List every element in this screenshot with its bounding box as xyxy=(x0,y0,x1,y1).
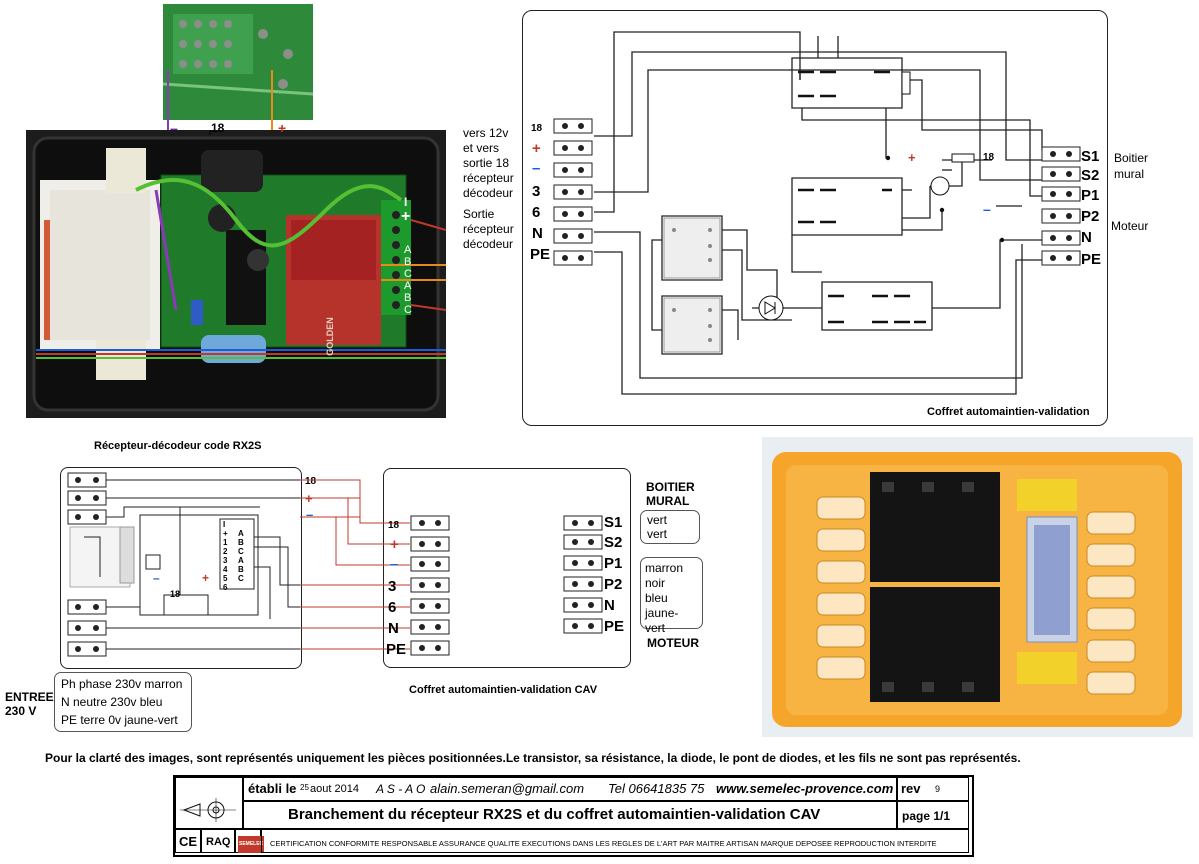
schematic-bottom-left-wiring xyxy=(67,472,360,657)
bm-terminal-strips xyxy=(410,515,603,656)
tb-title-cell: Branchement du récepteur RX2S et du coff… xyxy=(243,801,897,829)
label-moteur: Moteur xyxy=(1111,219,1149,233)
date-day: 25 xyxy=(300,783,309,792)
bl-inner-18: 18 xyxy=(170,589,181,599)
bm-term-plus: + xyxy=(390,536,399,553)
certification-text: CERTIFICATION CONFORMITE RESPONSABLE ASS… xyxy=(270,839,937,848)
bl-inner-minus: – xyxy=(153,571,160,585)
schematic-top xyxy=(522,10,1108,426)
bm-term-N-right: N xyxy=(604,597,615,614)
rev-label: rev xyxy=(901,781,921,796)
moteur-title: MOTEUR xyxy=(647,636,699,650)
bm-term-P2: P2 xyxy=(604,576,623,593)
projection-symbol-icon xyxy=(180,798,236,822)
schematic-top-caption: Coffret automaintien-validation xyxy=(927,406,1090,418)
term-plus: + xyxy=(532,140,541,157)
email: alain.semeran@gmail.com xyxy=(430,781,585,796)
term-N-right: N xyxy=(1081,229,1092,246)
terminal-label: C xyxy=(404,268,412,280)
terminal-label: B xyxy=(404,256,412,268)
schematic-top-wiring xyxy=(594,31,1043,395)
wire-plus-label: + xyxy=(908,150,916,165)
pcb-wire-leads xyxy=(167,70,273,135)
bl-module-pins: I + 1 2 3 4 5 6 xyxy=(223,520,228,592)
side-note-12v: vers 12v et vers sortie 18 récepteur déc… xyxy=(463,126,514,200)
bl-wire-18: 18 xyxy=(305,476,317,487)
cav-caption: Coffret automaintien-validation CAV xyxy=(409,684,598,696)
boitier-wires-box: vert vert xyxy=(640,510,700,544)
bm-red-leads xyxy=(300,479,410,650)
cav-photo xyxy=(762,437,1193,737)
term-18: 18 xyxy=(531,123,543,134)
terminal-label: + xyxy=(401,208,411,225)
tb-ce-cell: CE xyxy=(175,829,201,853)
tb-page-cell: page 1/1 xyxy=(897,801,969,829)
terminal-label: I xyxy=(404,195,408,209)
term-minus: – xyxy=(532,160,541,177)
bm-term-18: 18 xyxy=(388,520,400,531)
moteur-wires-box: marron noir bleu jaune-vert xyxy=(640,557,703,635)
term-PE-right: PE xyxy=(1081,251,1102,268)
wire-18-label: 18 xyxy=(983,152,995,163)
receiver-caption: Récepteur-décodeur code RX2S xyxy=(94,440,262,452)
terminal-label: C xyxy=(404,304,412,316)
receiver-photo: GOLDEN xyxy=(26,130,446,418)
term-6: 6 xyxy=(532,204,541,221)
bl-inner-plus: + xyxy=(202,571,210,585)
ce-mark: CE xyxy=(179,834,198,849)
semelec-badge: SEMELEC xyxy=(238,836,265,853)
pcb-18-label: 18 xyxy=(211,121,225,135)
relay-marking: GOLDEN xyxy=(324,317,335,356)
drawing-title: Branchement du récepteur RX2S et du coff… xyxy=(288,806,821,823)
terminal-strip-left xyxy=(553,118,593,266)
tb-cert-cell: CERTIFICATION CONFORMITE RESPONSABLE ASS… xyxy=(261,829,969,853)
bm-term-PE-right: PE xyxy=(604,618,625,635)
entree-wires-box: Ph phase 230v marron N neutre 230v bleu … xyxy=(54,672,192,732)
tb-raq-cell: RAQ xyxy=(201,829,235,853)
bm-term-minus: – xyxy=(390,556,399,573)
label-boitier-mural: Boitier mural xyxy=(1114,151,1149,181)
tb-logo-cell xyxy=(175,777,243,829)
clarity-note: Pour la clarté des images, sont représen… xyxy=(45,751,1021,765)
bl-wire-minus: – xyxy=(306,507,314,522)
term-3: 3 xyxy=(532,183,541,200)
bm-term-N: N xyxy=(388,620,399,637)
pcb-plus-label: + xyxy=(278,120,287,136)
tb-rev-cell: rev 9 xyxy=(897,777,969,801)
bm-term-P1: P1 xyxy=(604,555,623,572)
bm-term-S1: S1 xyxy=(604,514,623,531)
rev-value: 9 xyxy=(935,784,941,794)
bm-term-3: 3 xyxy=(388,578,397,595)
raq-mark: RAQ xyxy=(206,836,231,848)
boitier-title: BOITIER MURAL xyxy=(646,480,695,508)
bl-module-pins-abc: A B C A B C xyxy=(238,529,244,583)
company: A S - A O xyxy=(376,782,426,796)
side-note-sortie: Sortie récepteur décodeur xyxy=(463,207,514,251)
term-S1: S1 xyxy=(1081,148,1100,165)
terminal-strip-right xyxy=(1041,146,1081,266)
pcb-closeup-photo xyxy=(163,4,313,120)
bm-term-S2: S2 xyxy=(604,534,623,551)
terminal-label: A xyxy=(404,280,412,292)
wire-minus-label: – xyxy=(983,201,991,217)
website: www.semelec-provence.com xyxy=(716,781,894,796)
terminal-label: A xyxy=(404,244,412,256)
pcb-minus-label: – xyxy=(170,120,178,136)
tb-badge-cell: SEMELEC xyxy=(235,829,265,853)
tb-info-row: établi le 25 aout 2014 A S - A O alain.s… xyxy=(243,777,897,801)
entree-label: ENTREE 230 V xyxy=(5,690,54,718)
etabli-label: établi le xyxy=(248,781,297,796)
title-block: établi le 25 aout 2014 A S - A O alain.s… xyxy=(173,775,974,857)
bm-term-6: 6 xyxy=(388,599,397,616)
term-P1: P1 xyxy=(1081,187,1100,204)
term-S2: S2 xyxy=(1081,167,1100,184)
bm-term-PE: PE xyxy=(386,641,407,658)
date-rest: aout 2014 xyxy=(310,783,359,795)
terminal-label: B xyxy=(404,292,412,304)
term-PE: PE xyxy=(530,246,551,263)
term-P2: P2 xyxy=(1081,208,1100,225)
tel: Tel 06641835 75 xyxy=(608,781,705,796)
term-N: N xyxy=(532,225,543,242)
page-label: page 1/1 xyxy=(902,809,951,823)
